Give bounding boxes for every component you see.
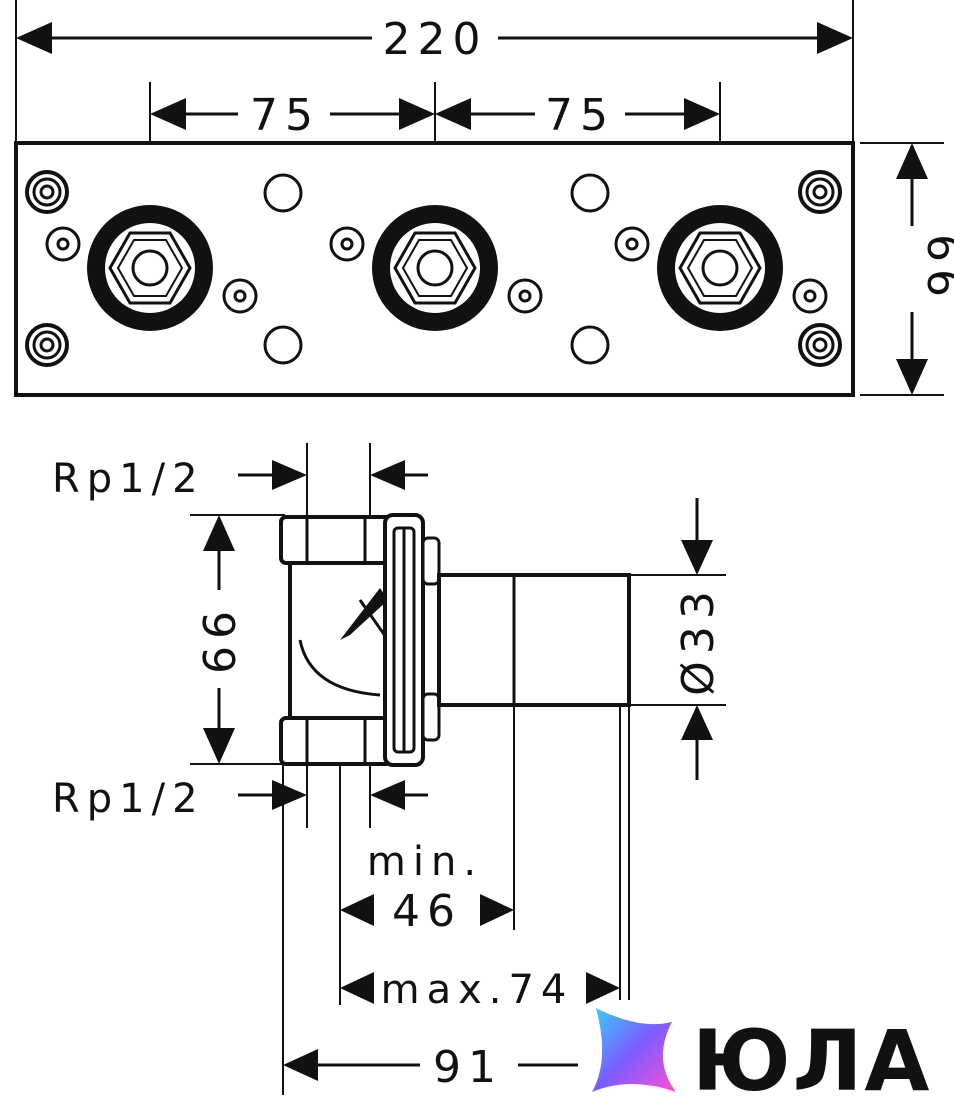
dim-side-height-label: 66 (195, 604, 246, 674)
port-fitting-center-icon (372, 205, 498, 331)
dimension-diameter: Ø33 (673, 498, 724, 780)
mounting-holes (263, 173, 610, 365)
dim-min-label: min. (367, 839, 483, 885)
small-screw-icons (45, 226, 828, 314)
dimension-spacing-right: 75 (435, 90, 720, 141)
hole-icon (570, 325, 610, 365)
brand-logo: ЮЛА (592, 1008, 931, 1100)
dim-spacing-right-label: 75 (545, 90, 615, 141)
brand-name: ЮЛА (692, 1012, 931, 1100)
valve-body (279, 513, 631, 767)
hole-icon (570, 173, 610, 213)
dim-total-depth-label: 91 (433, 1042, 503, 1093)
brand-star-icon (592, 1008, 676, 1092)
dimension-front-height: 66 (896, 143, 954, 395)
dim-min-value: 46 (392, 886, 462, 937)
corner-screw-icons (25, 170, 842, 367)
hole-icon (263, 173, 303, 213)
dimension-total-depth: 91 (283, 1042, 578, 1093)
dimension-total-width: 220 (16, 14, 853, 65)
thread-bottom-label: Rp1/2 (52, 776, 205, 822)
corner-screw-icon (798, 323, 842, 367)
front-view: 220 75 75 (14, 0, 954, 397)
dimension-max-depth: max.74 (340, 967, 620, 1013)
thread-top-label: Rp1/2 (52, 456, 205, 502)
corner-screw-icon (25, 323, 69, 367)
dimension-min-depth: min. 46 (340, 839, 514, 937)
dimension-spacing-left: 75 (150, 90, 435, 141)
port-fitting-right-icon (657, 205, 783, 331)
dim-spacing-left-label: 75 (250, 90, 320, 141)
port-fitting-left-icon (87, 205, 213, 331)
hole-icon (263, 325, 303, 365)
dim-diameter-label: Ø33 (673, 584, 724, 696)
corner-screw-icon (25, 170, 69, 214)
corner-screw-icon (798, 170, 842, 214)
side-view: Rp1/2 Rp1/2 66 (52, 443, 726, 1095)
dim-front-height-label: 66 (917, 234, 954, 304)
dimension-side-height: 66 (195, 515, 246, 764)
dim-total-width-label: 220 (383, 14, 488, 65)
dim-max-label: max.74 (381, 967, 574, 1013)
